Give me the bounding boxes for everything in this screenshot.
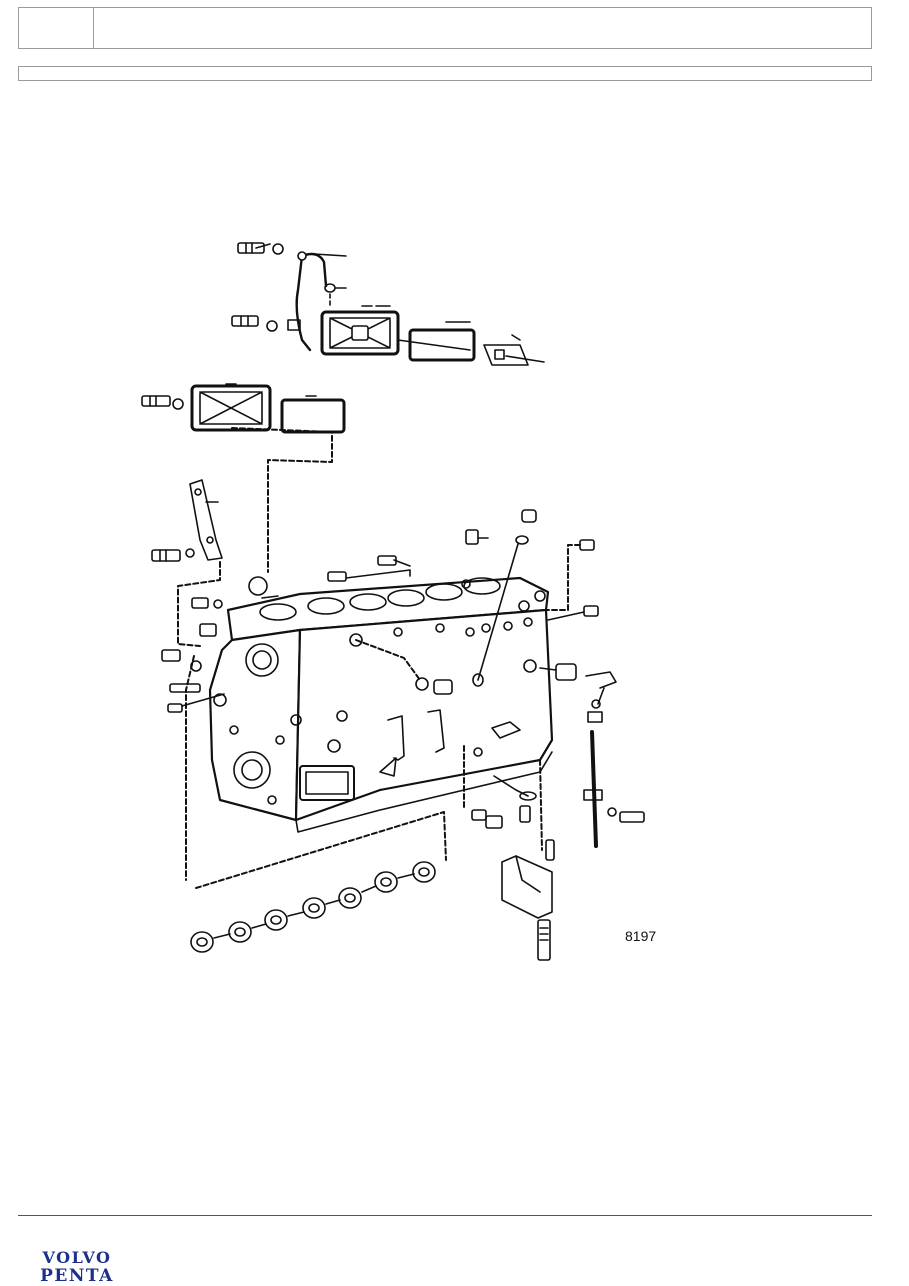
footer-divider [18, 1215, 872, 1216]
volvo-penta-logo: VOLVO PENTA [40, 1249, 114, 1283]
lifting-bracket [151, 479, 223, 647]
bushings [190, 811, 447, 953]
subheader-box [18, 66, 872, 81]
cylinder-block [208, 576, 554, 833]
logo-line-1: VOLVO [42, 1249, 112, 1267]
logo-line-2: PENTA [40, 1266, 114, 1283]
block-fittings [161, 509, 645, 881]
side-cover-group [141, 383, 346, 573]
header-cell-left [19, 8, 94, 48]
main-bearing-cap [501, 839, 555, 961]
header-box [18, 7, 872, 49]
upper-cover-group [231, 242, 545, 366]
figure-number: 8197 [625, 928, 656, 944]
